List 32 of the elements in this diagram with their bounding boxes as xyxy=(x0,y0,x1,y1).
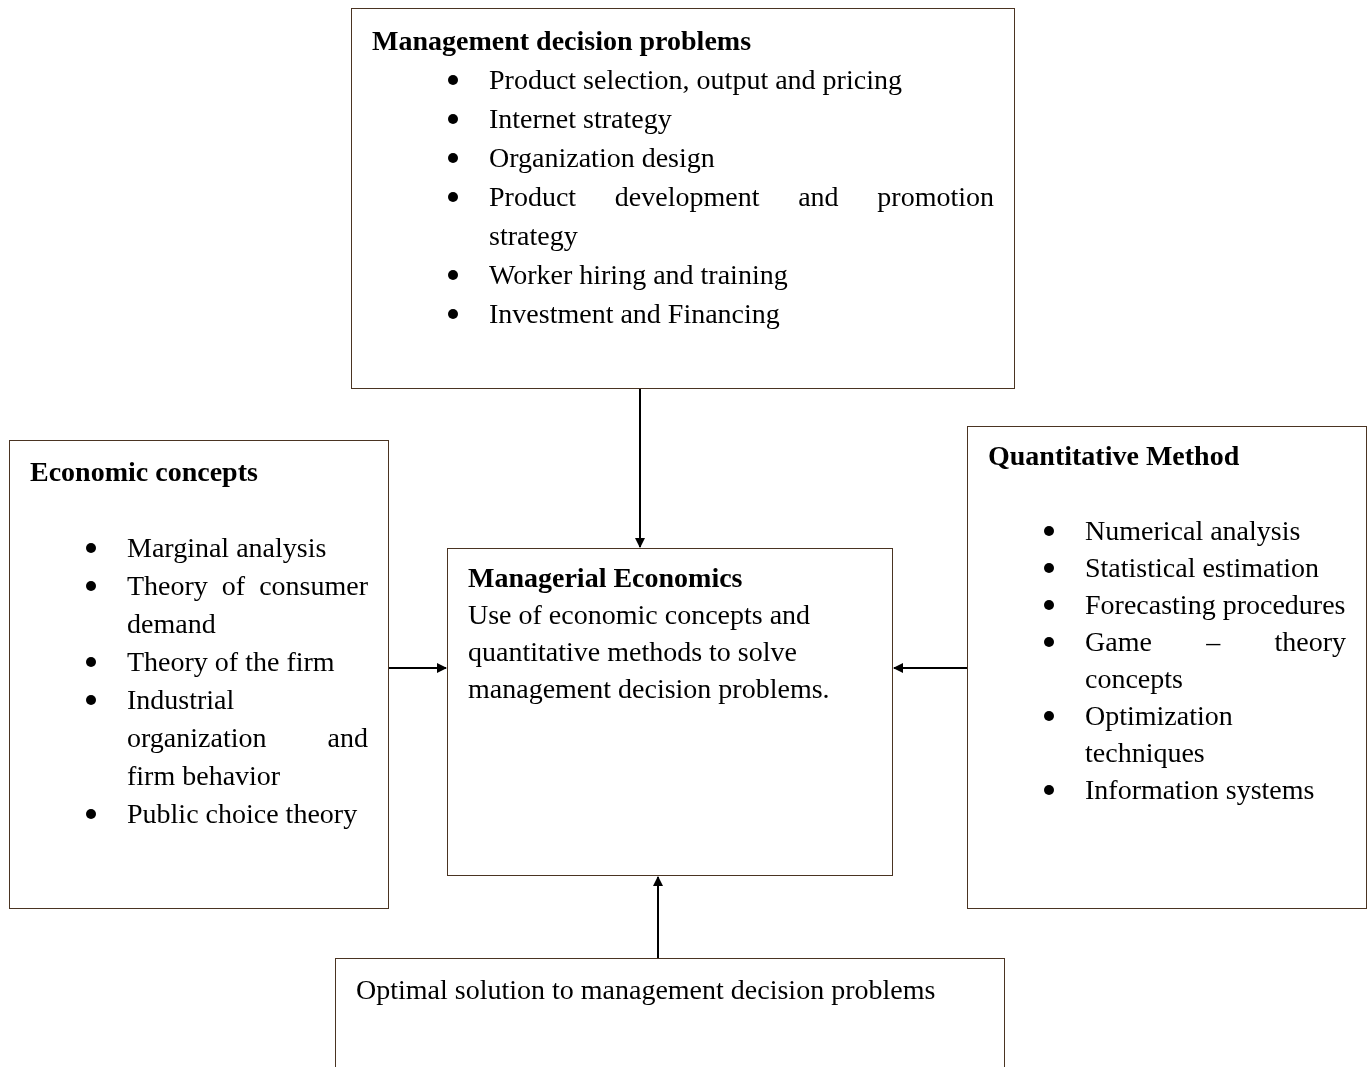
process-box xyxy=(447,548,893,876)
bullet-item: Public choice theory xyxy=(86,795,368,833)
bullet-item: Internet strategy xyxy=(448,99,994,138)
box-heading: Managerial Economics xyxy=(468,561,744,595)
box-heading: Management decision problems xyxy=(372,24,753,58)
arrow xyxy=(635,388,645,548)
bullet-item: Game – theory concepts xyxy=(1044,623,1346,697)
bullet-item: Worker hiring and training xyxy=(448,255,994,294)
bullet-item: Investment and Financing xyxy=(448,294,994,333)
process-box xyxy=(351,8,1015,389)
bullet-item: Industrial organization and firm behavior xyxy=(86,681,368,795)
bullet-item: Statistical estimation xyxy=(1044,549,1346,586)
arrow xyxy=(653,876,663,959)
box-heading: Economic concepts xyxy=(30,455,259,489)
bullet-item: Marginal analysis xyxy=(86,529,368,567)
process-box xyxy=(967,426,1367,909)
process-box xyxy=(9,440,389,909)
box-text: Use of economic concepts and quantitative methods to solve management decision problems. xyxy=(468,598,831,706)
bullet-item: Forecasting procedures xyxy=(1044,586,1346,623)
arrow xyxy=(893,663,968,673)
arrow xyxy=(388,663,447,673)
box-text: Optimal solution to management decision problems xyxy=(356,973,937,1007)
bullet-item: Numerical analysis xyxy=(1044,512,1346,549)
bullet-item: Organization design xyxy=(448,138,994,177)
bullet-item: Theory of consumer demand xyxy=(86,567,368,643)
bullet-item: Theory of the firm xyxy=(86,643,368,681)
bullet-item: Product selection, output and pricing xyxy=(448,60,994,99)
box-heading: Quantitative Method xyxy=(988,439,1241,473)
process-box xyxy=(335,958,1005,1067)
bullet-item: Optimization techniques xyxy=(1044,697,1346,771)
bullet-item: Information systems xyxy=(1044,771,1346,808)
bullet-item: Product development and promotion strategy xyxy=(448,177,994,255)
